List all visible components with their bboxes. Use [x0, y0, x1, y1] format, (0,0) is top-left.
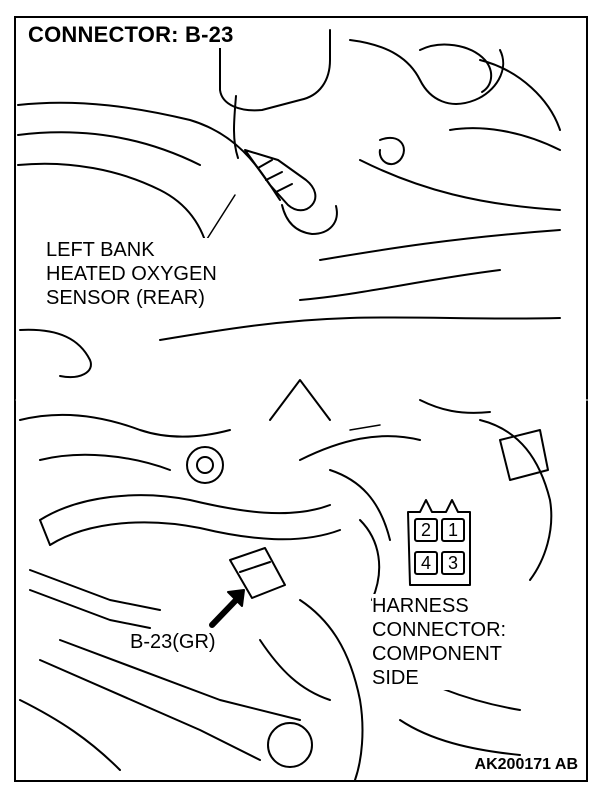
harness-label-line-1: HARNESS: [372, 595, 469, 617]
pin-4: 4: [414, 551, 438, 575]
connector-callout-label: B-23(GR): [130, 630, 216, 654]
pin-3: 3: [441, 551, 465, 575]
harness-label-line-4: SIDE: [372, 667, 419, 689]
sensor-label-line-3: SENSOR (REAR): [46, 287, 205, 309]
upper-engine-view: [17, 29, 561, 378]
sensor-label: LEFT BANK HEATED OXYGEN SENSOR (REAR): [46, 238, 217, 310]
harness-connector-label: HARNESS CONNECTOR: COMPONENT SIDE: [372, 594, 507, 690]
sensor-label-line-2: HEATED OXYGEN: [46, 263, 217, 285]
sensor-label-line-1: LEFT BANK: [46, 239, 155, 261]
harness-label-line-2: CONNECTOR:: [372, 619, 507, 641]
harness-connector-outline: [407, 499, 471, 586]
pin-2: 2: [414, 518, 438, 542]
connector-title: CONNECTOR: B-23: [26, 22, 236, 48]
figure-code: AK200171 AB: [474, 756, 578, 774]
harness-label-line-3: COMPONENT: [372, 643, 502, 665]
pin-1: 1: [441, 518, 465, 542]
lower-engine-view: [15, 379, 591, 781]
